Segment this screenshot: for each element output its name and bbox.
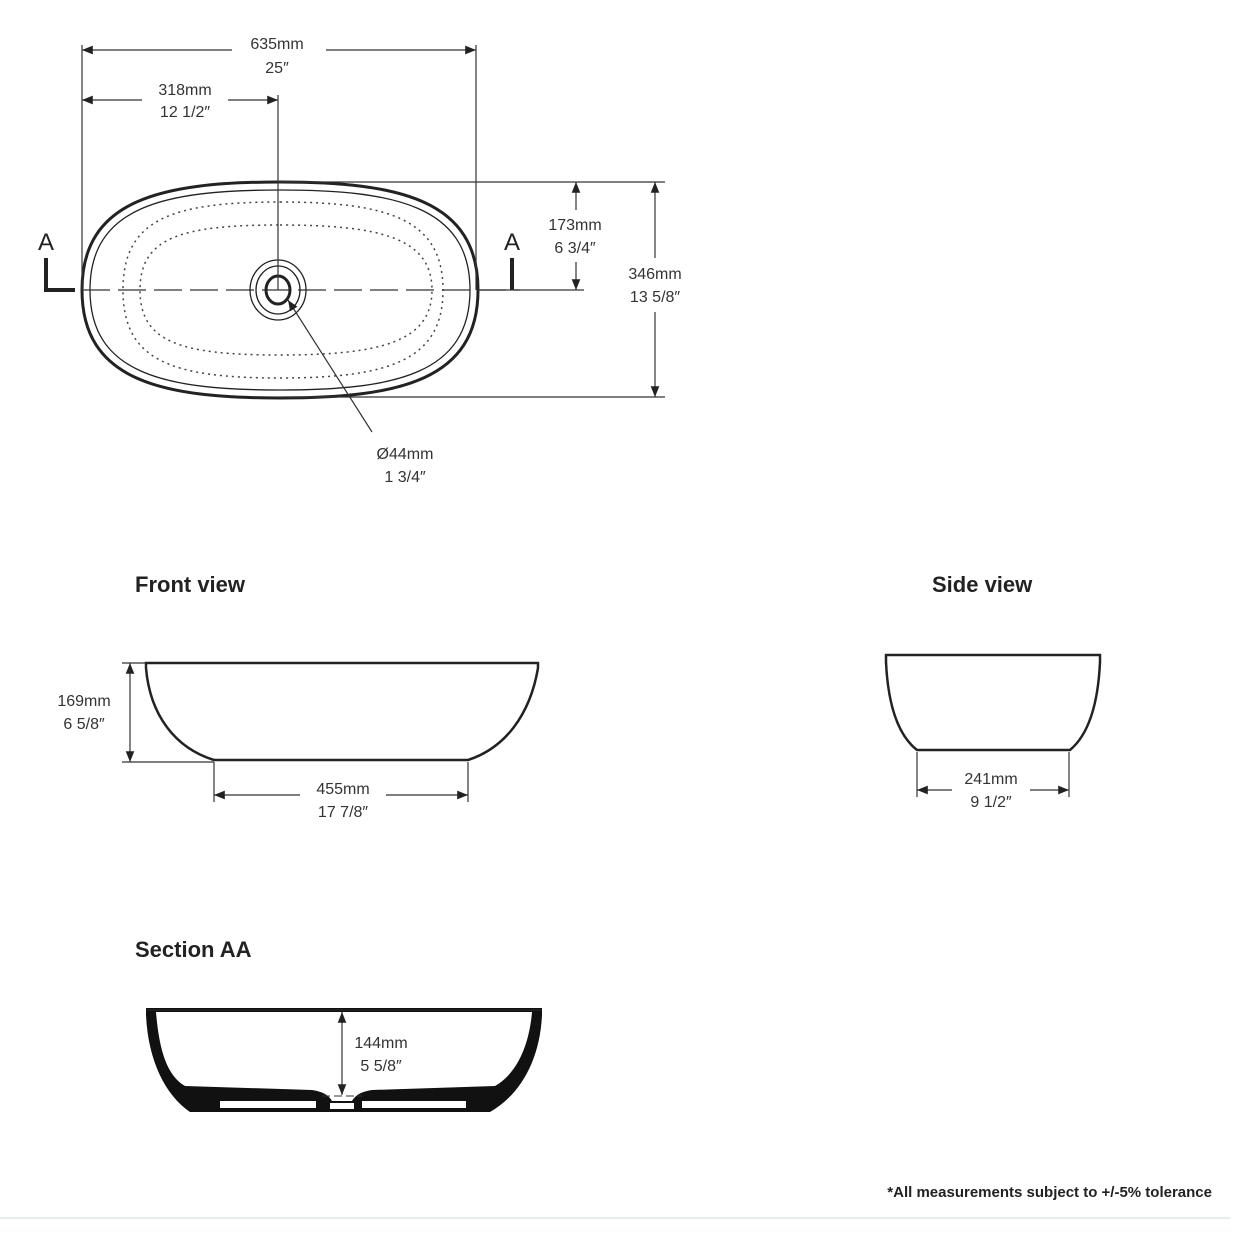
top-view: A A 635mm 25″ 318mm 12 1/2″ 173mm 6 3/4″… — [38, 36, 682, 486]
overall-width-mm: 346mm — [628, 266, 681, 283]
section-marker-right: A — [504, 229, 520, 256]
front-height-in: 6 5/8″ — [63, 716, 105, 733]
side-base-in: 9 1/2″ — [970, 794, 1012, 811]
front-view-title: Front view — [135, 572, 246, 597]
drain-offset-mm: 318mm — [158, 82, 211, 99]
basin-outline — [80, 180, 480, 400]
side-view-outline — [884, 653, 1102, 752]
drain-diameter-in: 1 3/4″ — [384, 469, 426, 486]
side-view: Side view 241mm 9 1/2″ — [884, 572, 1102, 811]
section-base-slot-left — [220, 1101, 316, 1108]
drain-diameter-mm: Ø44mm — [377, 446, 434, 463]
section-aa: Section AA 144mm 5 5/8″ — [135, 937, 542, 1112]
basin-inner-rim — [89, 189, 471, 391]
side-view-title: Side view — [932, 572, 1033, 597]
basin-bowl-dotted-inner — [139, 224, 433, 356]
section-depth-mm: 144mm — [354, 1035, 407, 1052]
basin-bowl-dotted-outer — [122, 201, 444, 379]
front-base-mm: 455mm — [316, 781, 369, 798]
section-marker-left: A — [38, 229, 54, 256]
overall-length-in: 25″ — [265, 60, 289, 77]
section-title: Section AA — [135, 937, 252, 962]
overall-length-mm: 635mm — [250, 36, 303, 53]
front-height-mm: 169mm — [57, 693, 110, 710]
drain-offset-in: 12 1/2″ — [160, 104, 210, 121]
front-view-outline — [144, 661, 540, 762]
section-depth-in: 5 5/8″ — [360, 1058, 402, 1075]
tolerance-footnote: *All measurements subject to +/-5% toler… — [887, 1184, 1212, 1201]
side-base-mm: 241mm — [964, 771, 1017, 788]
section-base-slot-right — [362, 1101, 466, 1108]
section-arrow-left — [44, 258, 75, 292]
half-width-mm: 173mm — [548, 217, 601, 234]
overall-width-in: 13 5/8″ — [630, 289, 680, 306]
half-width-in: 6 3/4″ — [554, 240, 596, 257]
front-base-in: 17 7/8″ — [318, 804, 368, 821]
front-view: Front view 169mm 6 5/8″ 455mm 17 7/8″ — [57, 572, 540, 821]
